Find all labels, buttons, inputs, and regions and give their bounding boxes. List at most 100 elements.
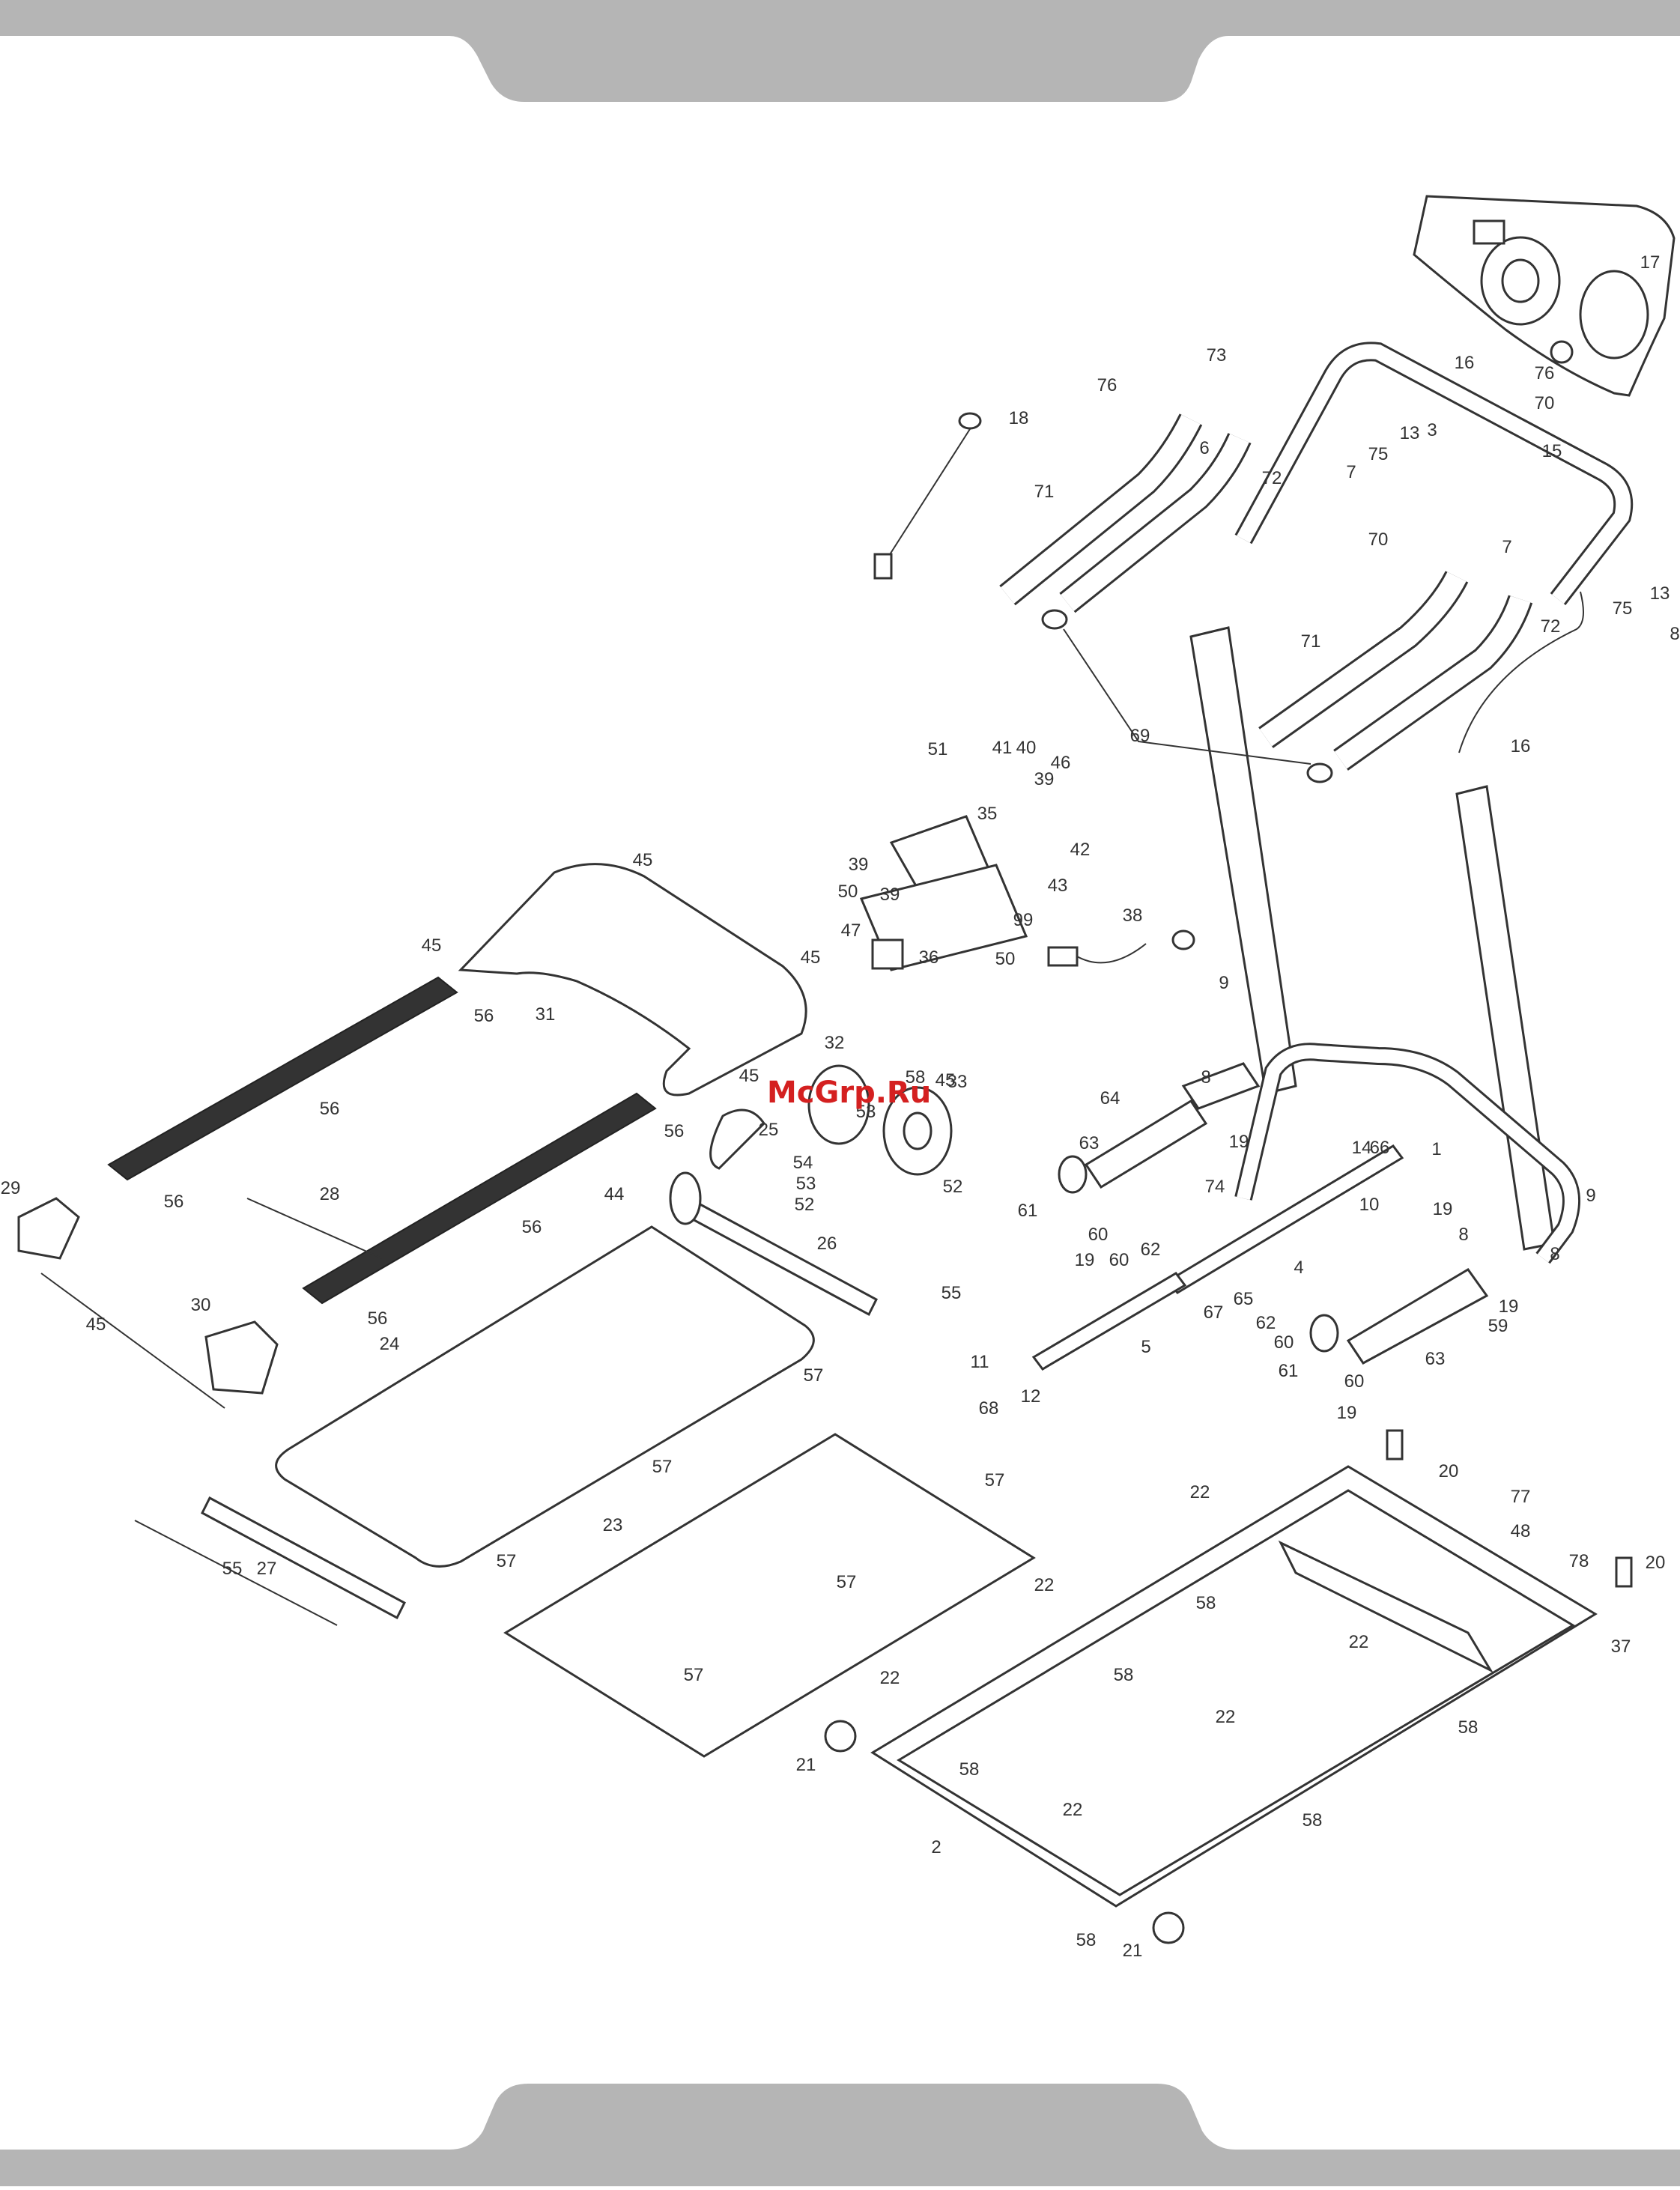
part-label: 60 [1274, 1332, 1294, 1353]
part-label: 61 [1018, 1201, 1038, 1221]
part-label: 13 [1400, 423, 1420, 443]
part-label: 27 [257, 1559, 277, 1579]
part-label: 19 [1433, 1199, 1453, 1219]
part-label: 67 [1204, 1302, 1224, 1323]
part-label: 14 [1352, 1138, 1372, 1158]
part-label: 21 [796, 1755, 816, 1775]
part-label: 2 [931, 1837, 941, 1857]
part-label: 56 [522, 1217, 542, 1237]
part-label: 35 [977, 804, 998, 824]
part-label: 58 [1076, 1930, 1097, 1950]
part-label: 78 [1569, 1551, 1589, 1571]
part-label: 18 [1009, 408, 1029, 428]
part-label: 4 [1294, 1258, 1303, 1278]
part-label: 55 [222, 1559, 243, 1579]
part-label: 45 [422, 935, 442, 956]
part-label: 75 [1613, 598, 1633, 619]
part-label: 26 [817, 1234, 837, 1254]
part-label: 36 [919, 947, 939, 968]
part-label: 39 [880, 885, 900, 905]
part-label: 68 [979, 1398, 999, 1419]
part-label: 63 [1425, 1349, 1446, 1369]
part-label: 71 [1034, 482, 1055, 502]
part-label: 71 [1301, 631, 1321, 652]
end-caps [17, 1197, 279, 1395]
part-label: 46 [1051, 753, 1071, 773]
part-label: 23 [603, 1515, 623, 1535]
console [1413, 195, 1676, 397]
part-label: 15 [1542, 441, 1562, 461]
drive-motor [709, 1064, 953, 1176]
part-label: 60 [1344, 1371, 1365, 1392]
part-label: 28 [320, 1184, 340, 1204]
part-label: 56 [664, 1121, 685, 1141]
part-label: 19 [1337, 1403, 1357, 1423]
part-label: 56 [164, 1192, 184, 1212]
part-label: 52 [795, 1195, 815, 1215]
part-label: 22 [1034, 1575, 1055, 1595]
part-label: 6 [1199, 438, 1209, 458]
part-label: 30 [191, 1295, 211, 1315]
part-label: 57 [684, 1665, 704, 1685]
part-label: 56 [368, 1308, 388, 1329]
part-label: 16 [1511, 736, 1531, 756]
bottom-band [0, 2084, 1680, 2186]
part-label: 57 [497, 1551, 517, 1571]
base-frame [1181, 1043, 1580, 1264]
part-label: 70 [1368, 530, 1389, 550]
part-label: 3 [1427, 420, 1437, 440]
part-label: 11 [971, 1352, 989, 1372]
part-label: 76 [1535, 363, 1555, 383]
part-label: 50 [995, 949, 1016, 969]
part-label: 60 [1109, 1250, 1129, 1270]
part-label: 44 [604, 1184, 625, 1204]
part-label: 9 [1219, 973, 1228, 993]
part-label: 58 [1114, 1665, 1134, 1685]
part-label: 58 [1303, 1810, 1323, 1830]
part-label: 8 [1458, 1225, 1468, 1245]
part-label: 45 [86, 1314, 106, 1335]
part-label: 19 [1075, 1250, 1095, 1270]
part-label: 20 [1439, 1461, 1459, 1481]
part-label: 77 [1511, 1487, 1531, 1507]
part-label: 72 [1541, 616, 1561, 637]
part-label: 73 [1207, 345, 1227, 365]
watermark: McGrp.Ru [767, 1076, 931, 1110]
part-label: 75 [1368, 444, 1389, 464]
part-label: 56 [474, 1006, 494, 1026]
part-label: 22 [1063, 1800, 1083, 1820]
part-label: 5 [1141, 1337, 1150, 1357]
part-label: 57 [985, 1470, 1005, 1490]
part-label: 70 [1535, 393, 1555, 413]
part-label: 42 [1070, 840, 1091, 860]
part-label: 37 [1611, 1637, 1631, 1657]
part-label: 58 [1196, 1593, 1216, 1613]
part-label: 7 [1502, 537, 1511, 557]
part-label: 57 [804, 1365, 824, 1386]
part-label: 66 [1370, 1138, 1390, 1158]
part-label: 41 [992, 738, 1013, 758]
part-label: 29 [1, 1178, 21, 1198]
part-label: 19 [1499, 1296, 1519, 1317]
part-label: 57 [652, 1457, 673, 1477]
part-label: 10 [1359, 1195, 1380, 1215]
part-label: 8 [1201, 1067, 1210, 1088]
controller-board [859, 815, 1195, 971]
handlebar-frame [1234, 342, 1634, 605]
part-label: 61 [1279, 1361, 1299, 1381]
part-label: 19 [1229, 1132, 1249, 1152]
part-label: 13 [1650, 583, 1670, 604]
part-label: 40 [1016, 738, 1037, 758]
part-label: 32 [825, 1033, 845, 1053]
part-label: 52 [943, 1177, 963, 1197]
part-label: 45 [739, 1066, 759, 1086]
motor-cover [458, 863, 807, 1096]
part-label: 39 [1034, 769, 1055, 789]
handle-grips [999, 413, 1533, 783]
part-label: 58 [959, 1759, 980, 1780]
part-label: 76 [1097, 375, 1118, 395]
part-label: 69 [1130, 726, 1150, 746]
leader-lines [40, 412, 1311, 1626]
part-label: 63 [1079, 1133, 1100, 1153]
